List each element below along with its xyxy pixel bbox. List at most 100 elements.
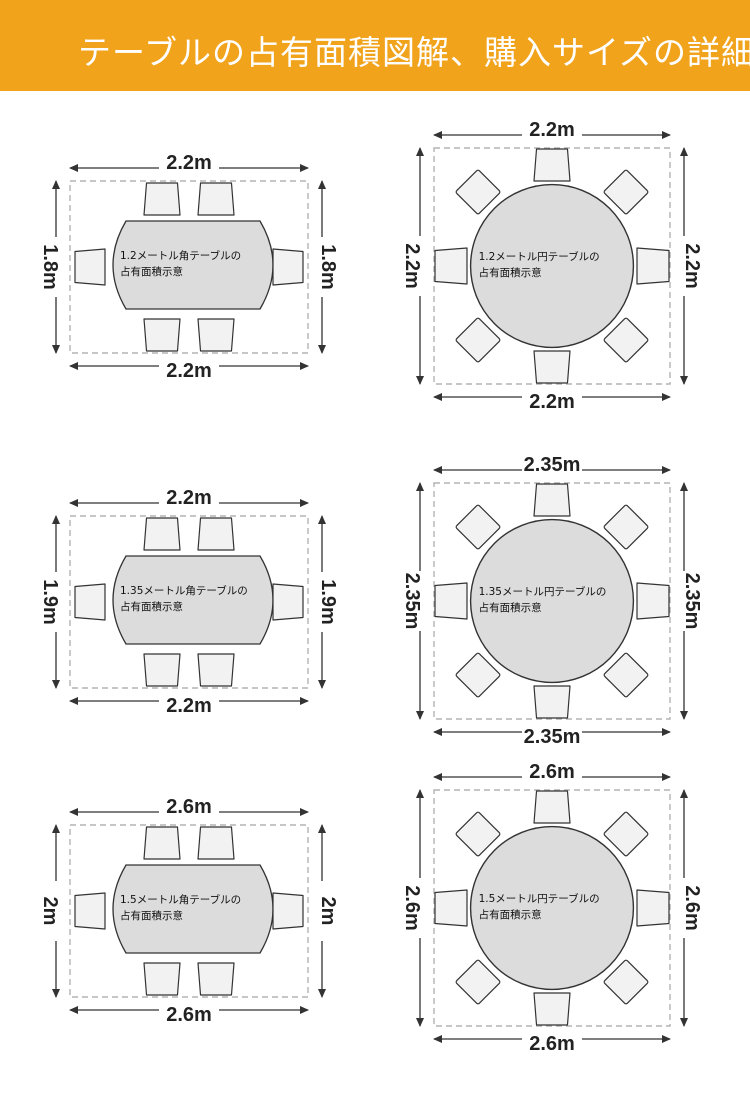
chair-seat <box>143 653 181 687</box>
chair <box>603 652 649 698</box>
chair-seat <box>603 317 649 363</box>
chair <box>533 685 571 719</box>
chair-seat <box>533 685 571 719</box>
chair <box>533 992 571 1026</box>
chair <box>603 317 649 363</box>
chair-seat <box>74 248 106 286</box>
chair-seat <box>143 517 181 551</box>
chair <box>197 318 235 352</box>
table-top <box>469 518 635 684</box>
table-top <box>469 825 635 991</box>
chair <box>603 959 649 1005</box>
footprint-box <box>69 824 309 998</box>
chair <box>533 148 571 182</box>
chair-seat <box>455 959 501 1005</box>
dim-width-top-label: 2.6m <box>529 761 575 783</box>
dim-height-right-gap <box>681 878 687 938</box>
dim-height-right-gap <box>319 572 325 632</box>
dim-height-left-gap <box>417 571 423 631</box>
dim-height-left-gap <box>417 878 423 938</box>
chair <box>272 892 304 930</box>
chair-seat <box>74 583 106 621</box>
dim-width-top-gap <box>522 774 582 780</box>
footprint-box <box>69 515 309 689</box>
chair <box>455 504 501 550</box>
table-label-line1: 1.5メートル角テーブルの <box>120 893 241 906</box>
dim-width-bottom-label: 2.35m <box>524 726 581 748</box>
dim-width-bottom-gap <box>522 729 582 735</box>
chair <box>197 962 235 996</box>
chair-seat <box>272 248 304 286</box>
chair-seat <box>455 317 501 363</box>
dim-width-bottom-gap <box>159 698 219 704</box>
chair <box>636 582 670 620</box>
table-top <box>112 220 274 310</box>
table-label-line2: 占有面積示意 <box>120 909 183 922</box>
chair <box>636 889 670 927</box>
dim-height-right-label: 2.2m <box>681 243 703 289</box>
table-top <box>112 864 274 954</box>
footprint-box <box>433 482 671 720</box>
chair-seat <box>197 962 235 996</box>
dim-height-left-gap <box>53 237 59 297</box>
table-label-line2: 占有面積示意 <box>479 266 542 279</box>
table-label-line2: 占有面積示意 <box>479 601 542 614</box>
chair-seat <box>197 318 235 352</box>
dim-width-bottom-gap <box>159 363 219 369</box>
chair-seat <box>636 582 670 620</box>
chair-seat <box>197 182 235 216</box>
chair-seat <box>455 504 501 550</box>
footprint-box <box>433 147 671 385</box>
chair <box>143 826 181 860</box>
dim-height-right-gap <box>319 881 325 941</box>
chair-seat <box>197 653 235 687</box>
chair-seat <box>603 959 649 1005</box>
chair-seat <box>603 504 649 550</box>
chair <box>143 517 181 551</box>
footprint-box <box>69 180 309 354</box>
dim-width-top-label: 2.2m <box>529 119 575 141</box>
dim-height-left-label: 2m <box>39 897 61 926</box>
table-label-line1: 1.35メートル円テーブルの <box>479 585 607 598</box>
dim-height-right-label: 1.9m <box>317 579 339 625</box>
dim-width-top-gap <box>522 467 582 473</box>
dim-width-bottom-label: 2.2m <box>166 360 212 382</box>
chair <box>143 182 181 216</box>
dim-width-top-label: 2.2m <box>166 487 212 509</box>
table-top <box>112 555 274 645</box>
dim-width-bottom-label: 2.2m <box>166 695 212 717</box>
dim-height-right-gap <box>319 237 325 297</box>
chair-seat <box>533 992 571 1026</box>
chair-seat <box>74 892 106 930</box>
chair <box>197 653 235 687</box>
chair <box>197 826 235 860</box>
chair-seat <box>603 811 649 857</box>
dim-width-bottom-label: 2.2m <box>529 391 575 413</box>
chair-seat <box>533 790 571 824</box>
chair-seat <box>533 148 571 182</box>
chair-seat <box>533 350 571 384</box>
chair <box>455 317 501 363</box>
dim-width-bottom-label: 2.6m <box>529 1033 575 1055</box>
chair <box>272 248 304 286</box>
dim-height-right-label: 2.35m <box>681 573 703 630</box>
footprint-box <box>433 789 671 1027</box>
dim-height-right-gap <box>681 571 687 631</box>
chair <box>533 790 571 824</box>
dim-width-top-label: 2.2m <box>166 152 212 174</box>
dim-width-top-label: 2.6m <box>166 796 212 818</box>
table-top <box>469 183 635 349</box>
chair <box>74 248 106 286</box>
dim-height-left-label: 1.9m <box>39 579 61 625</box>
chair <box>434 247 468 285</box>
chair-seat <box>455 169 501 215</box>
dim-height-right-label: 2.6m <box>681 885 703 931</box>
dim-width-bottom-gap <box>522 394 582 400</box>
chair <box>603 169 649 215</box>
chair <box>197 182 235 216</box>
table-label-line2: 占有面積示意 <box>120 600 183 613</box>
